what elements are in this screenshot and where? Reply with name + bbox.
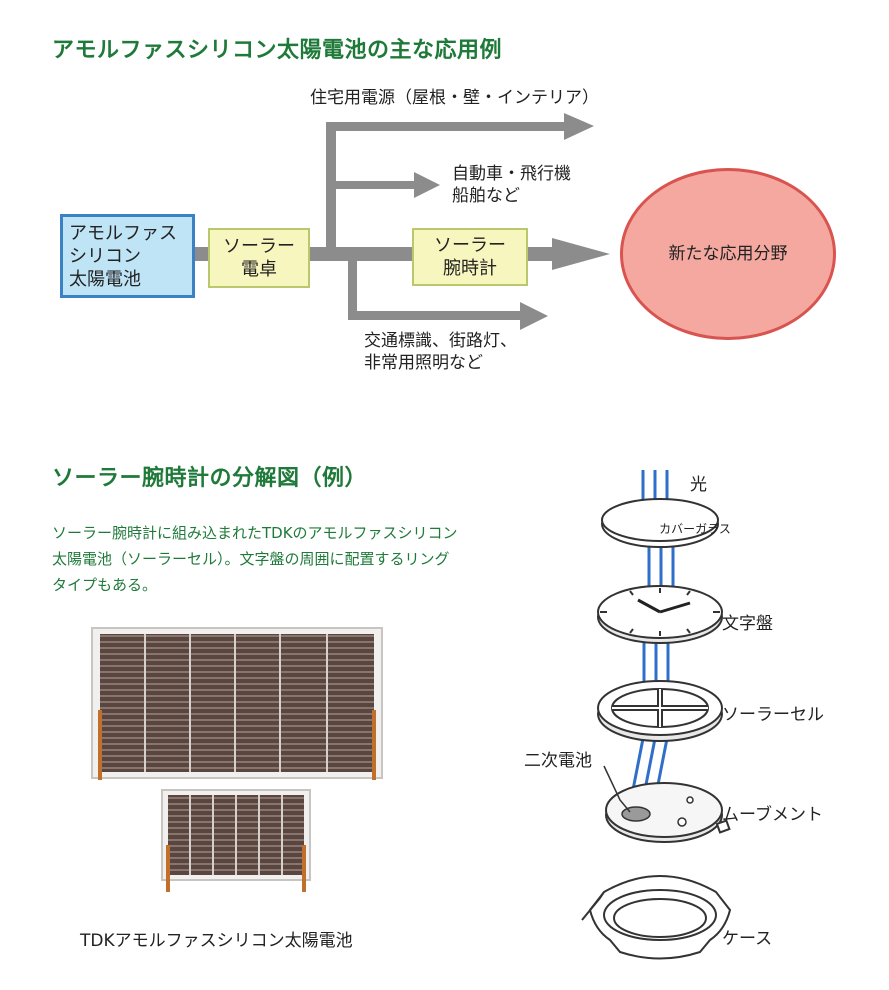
solar-watch-box: ソーラー 腕時計 [412, 228, 528, 286]
new-application-field-circle: 新たな応用分野 [620, 168, 836, 340]
amorphous-silicon-label: アモルファス シリコン 太陽電池 [69, 222, 177, 290]
case-part [581, 875, 732, 960]
solar-cell-label: ソーラーセル [722, 705, 824, 725]
watch-exploded-diagram [581, 470, 732, 960]
light-label: 光 [690, 475, 707, 495]
lower-riser [348, 254, 357, 320]
application-title: アモルファスシリコン太陽電池の主な応用例 [52, 38, 503, 63]
cover-glass-label: カバーガラス [659, 522, 731, 536]
solar-calculator-label: ソーラー 電卓 [223, 236, 295, 280]
solar-calculator-box: ソーラー 電卓 [208, 228, 310, 288]
secondary-battery-part [621, 806, 651, 822]
movement-part [605, 782, 731, 843]
dial-label: 文字盤 [722, 614, 773, 634]
tdk-solar-cell-caption: TDKアモルファスシリコン太陽電池 [80, 931, 353, 951]
housing-branch [326, 122, 568, 131]
case-label: ケース [722, 929, 773, 949]
solar-watch-label: ソーラー 腕時計 [434, 235, 506, 279]
solar-panels-illustration [91, 627, 383, 892]
housing-arrow-head [564, 113, 594, 140]
traffic-branch [348, 311, 524, 320]
battery-leader-line [603, 765, 631, 813]
dial-part [597, 585, 723, 644]
solar-cell-part [597, 680, 723, 742]
cover-glass-part [601, 498, 719, 548]
movement-label: ムーブメント [722, 805, 823, 825]
small-solar-panel [161, 789, 311, 892]
housing-power-label: 住宅用電源（屋根・壁・インテリア） [310, 88, 599, 108]
amorphous-silicon-box: アモルファス シリコン 太陽電池 [60, 214, 195, 298]
large-solar-panel [91, 627, 383, 780]
vehicles-arrow-head [414, 172, 440, 198]
new-field-label: 新たな応用分野 [668, 243, 788, 264]
vehicles-branch [331, 181, 419, 189]
exploded-view-description: ソーラー腕時計に組み込まれたTDKのアモルファスシリコン 太陽電池（ソーラーセル… [52, 524, 458, 594]
main-arrow-head [552, 238, 610, 270]
traffic-arrow-head [520, 302, 548, 330]
traffic-lighting-label: 交通標識、街路灯、 非常用照明など [364, 331, 517, 373]
exploded-view-title: ソーラー腕時計の分解図（例） [52, 466, 368, 491]
vehicles-label: 自動車・飛行機 船舶など [452, 164, 571, 206]
secondary-battery-label: 二次電池 [524, 751, 592, 771]
